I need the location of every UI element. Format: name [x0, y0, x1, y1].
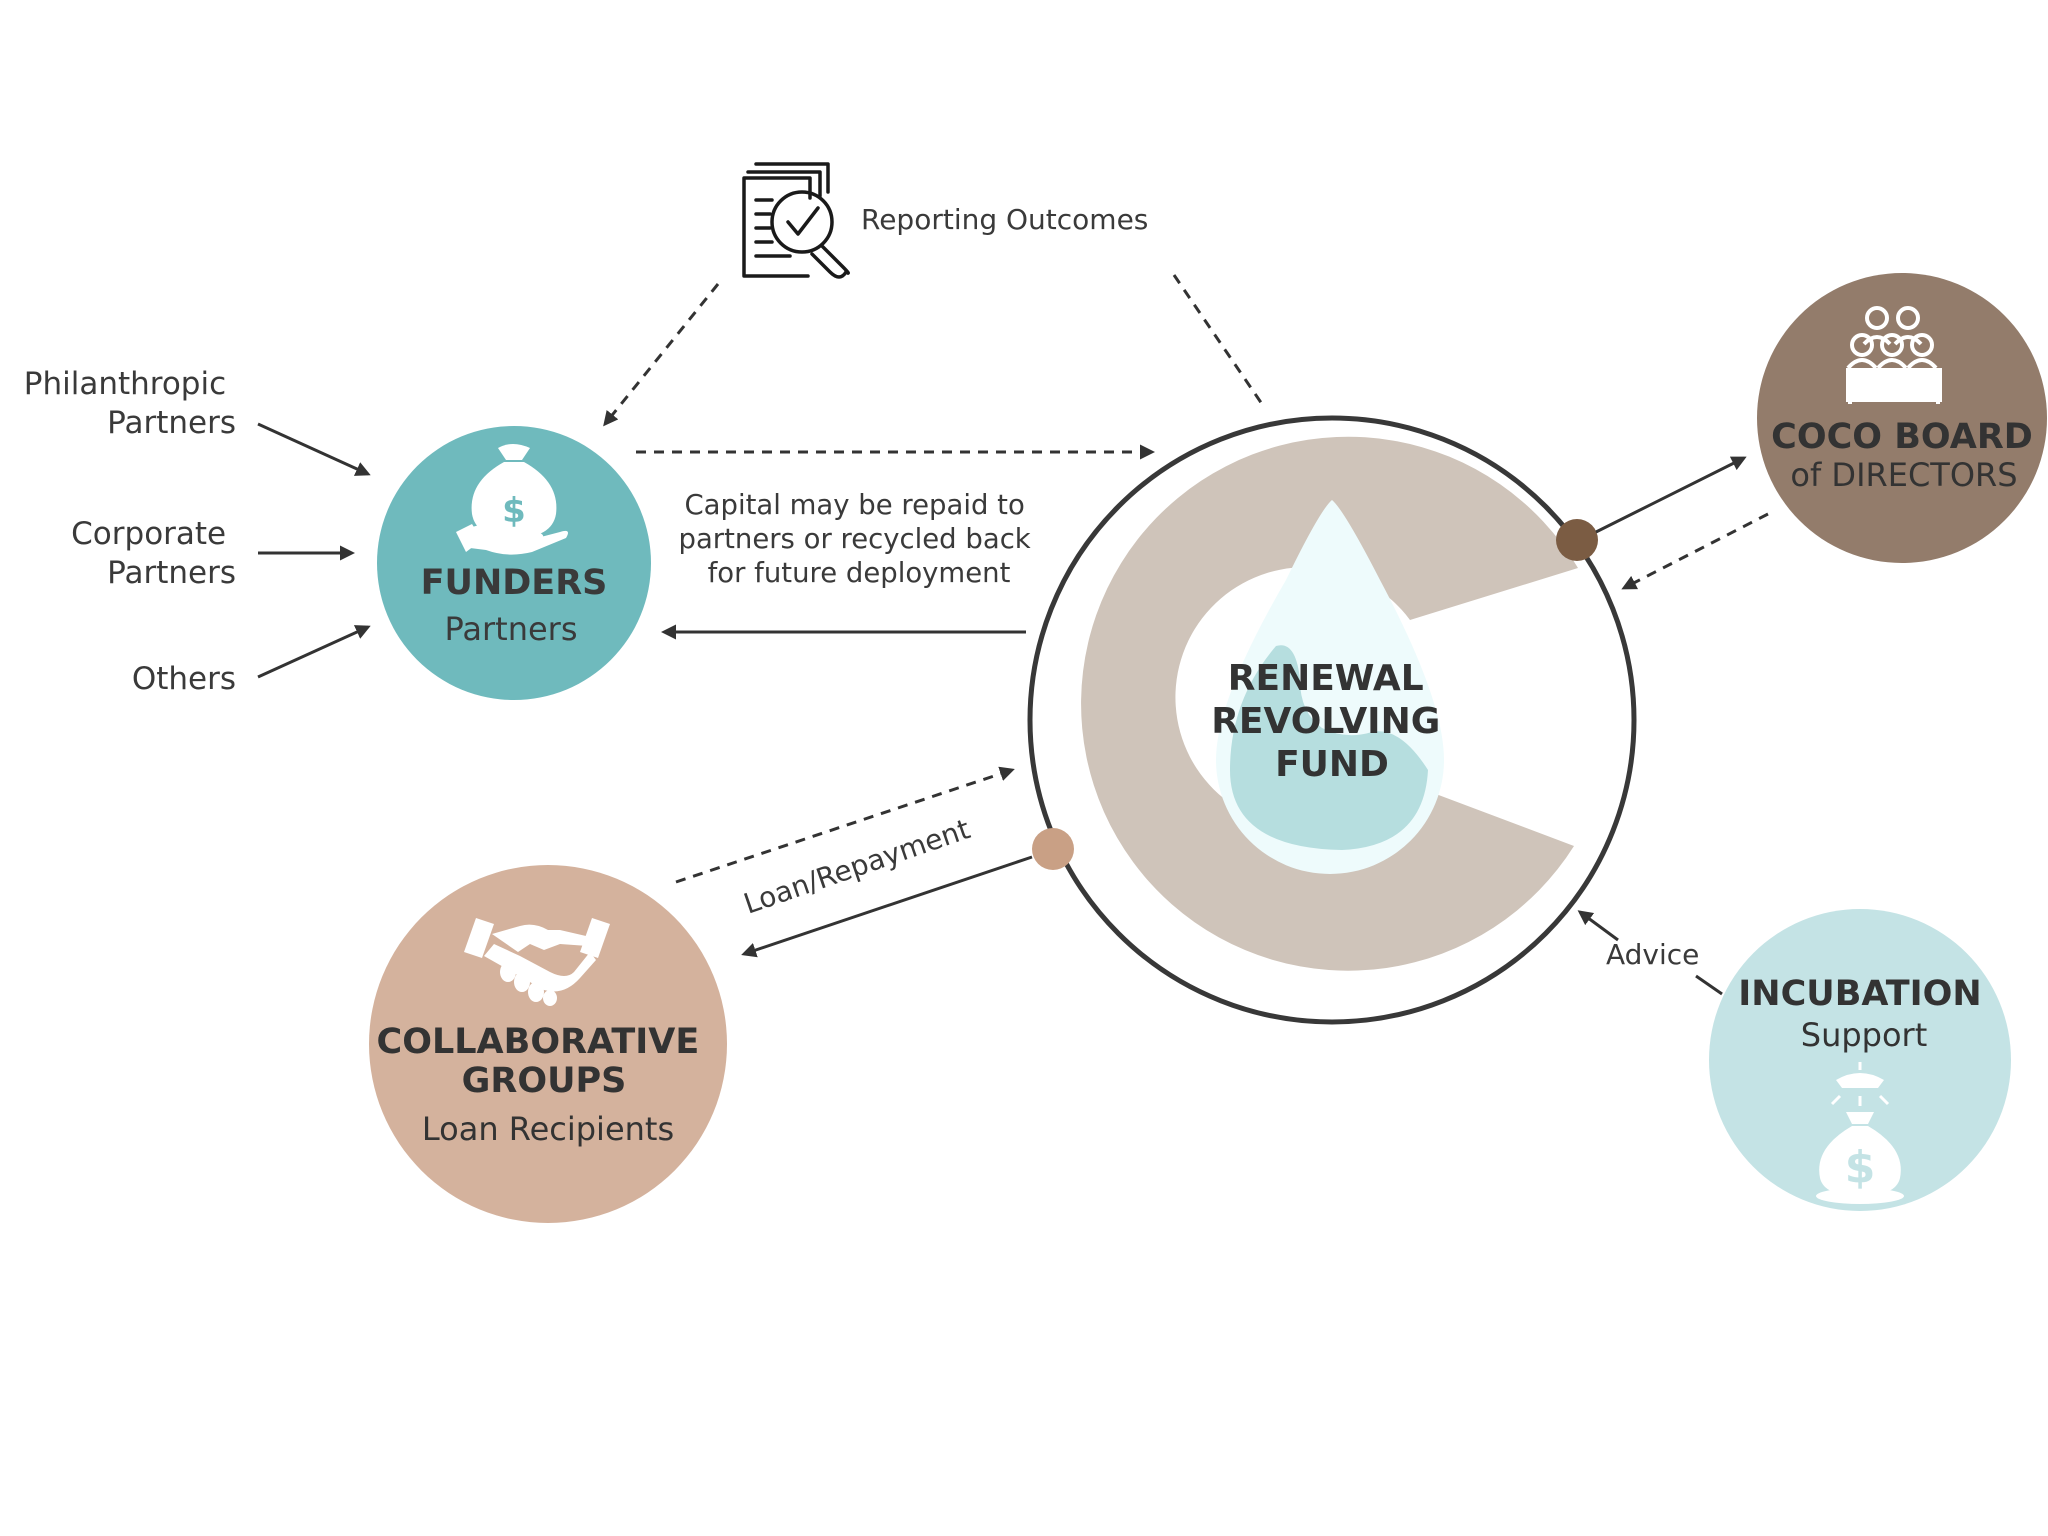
fund-label: RENEWAL REVOLVING FUND	[1211, 658, 1453, 785]
incubation-circle	[1709, 909, 2011, 1211]
fund-label-line1: RENEWAL	[1228, 658, 1424, 699]
fund-label-line3: FUND	[1275, 744, 1389, 785]
advice-label: Advice	[1606, 938, 1699, 971]
collaborative-groups-node: COLLABORATIVE GROUPS Loan Recipients	[369, 865, 727, 1223]
funders-node: $ FUNDERS Partners	[377, 426, 651, 700]
source-philanthropic: Philanthropic Partners	[24, 366, 371, 476]
coco-board-node: COCO BOARD of DIRECTORS	[1757, 273, 2047, 563]
money-bag-in-hand-icon: $	[456, 444, 568, 555]
incubation-subtitle: Support	[1801, 1016, 1928, 1054]
svg-text:Corporate Partners: Corporate Partners	[71, 516, 236, 591]
source-corporate: Corporate Partners	[71, 516, 355, 591]
philanthropic-arrow	[257, 422, 371, 476]
fund-c-shape	[1081, 436, 1578, 971]
collaborative-title: COLLABORATIVE GROUPS	[377, 1022, 712, 1101]
capital-note-line1: Capital may be repaid to	[684, 489, 1024, 521]
handshake-icon	[464, 918, 610, 1006]
report-magnifier-check-icon	[742, 162, 850, 279]
coco-to-fund-arrow	[1621, 512, 1769, 590]
corporate-line2: Partners	[107, 555, 236, 591]
collaborative-title-line1: COLLABORATIVE	[377, 1022, 700, 1062]
reporting-outcomes-label: Reporting Outcomes	[861, 203, 1148, 236]
fund-connector-dot-tan	[1032, 828, 1074, 870]
corporate-line1: Corporate	[71, 516, 226, 552]
capital-note-line2: partners or recycled back	[679, 523, 1031, 555]
money-bag-lamp-icon: $	[1816, 1062, 1904, 1204]
svg-text:Philanthropic Partners: Philanthropic Partners	[24, 366, 236, 441]
water-drop-icon	[1216, 500, 1444, 874]
fund-to-coco-arrow	[1595, 456, 1747, 534]
coco-circle	[1757, 273, 2047, 563]
collaborative-subtitle: Loan Recipients	[422, 1110, 674, 1148]
collaborative-circle	[369, 865, 727, 1223]
funders-title: FUNDERS	[421, 563, 608, 603]
philanthropic-line2: Partners	[107, 405, 236, 441]
coco-title: COCO BOARD	[1771, 417, 2033, 457]
incubation-to-fund-arrow	[1577, 910, 1619, 942]
fund-connector-dot-brown	[1556, 519, 1598, 561]
funders-circle	[377, 426, 651, 700]
reporting-outcomes-node: Reporting Outcomes	[742, 162, 1148, 279]
fund-label-line2: REVOLVING	[1211, 701, 1440, 742]
coco-subtitle: of DIRECTORS	[1790, 456, 2017, 494]
renewal-revolving-fund-node: RENEWAL REVOLVING FUND	[1027, 415, 1637, 1025]
funders-subtitle: Partners	[445, 610, 578, 648]
incubation-to-fund-line	[1695, 974, 1723, 996]
svg-text:$: $	[502, 491, 526, 531]
incubation-title: INCUBATION	[1738, 974, 1981, 1014]
capital-note-line3: for future deployment	[708, 557, 1011, 589]
fund-to-groups-arrow	[741, 855, 1033, 958]
reporting-to-funders-arrow	[603, 283, 720, 427]
loan-repayment-label: Loan/Repayment	[740, 812, 975, 920]
svg-text:$: $	[1845, 1142, 1876, 1193]
capital-note: Capital may be repaid to partners or rec…	[679, 489, 1040, 589]
philanthropic-line1: Philanthropic	[24, 366, 226, 402]
others-label: Others	[132, 661, 236, 697]
source-others: Others	[132, 625, 371, 697]
others-arrow	[257, 625, 371, 679]
reporting-to-fund-line	[1172, 274, 1264, 405]
groups-to-fund-arrow	[675, 766, 1015, 884]
board-of-people-icon	[1846, 306, 1942, 404]
collaborative-title-line2: GROUPS	[462, 1061, 627, 1101]
incubation-node: INCUBATION Support $	[1709, 909, 2011, 1211]
